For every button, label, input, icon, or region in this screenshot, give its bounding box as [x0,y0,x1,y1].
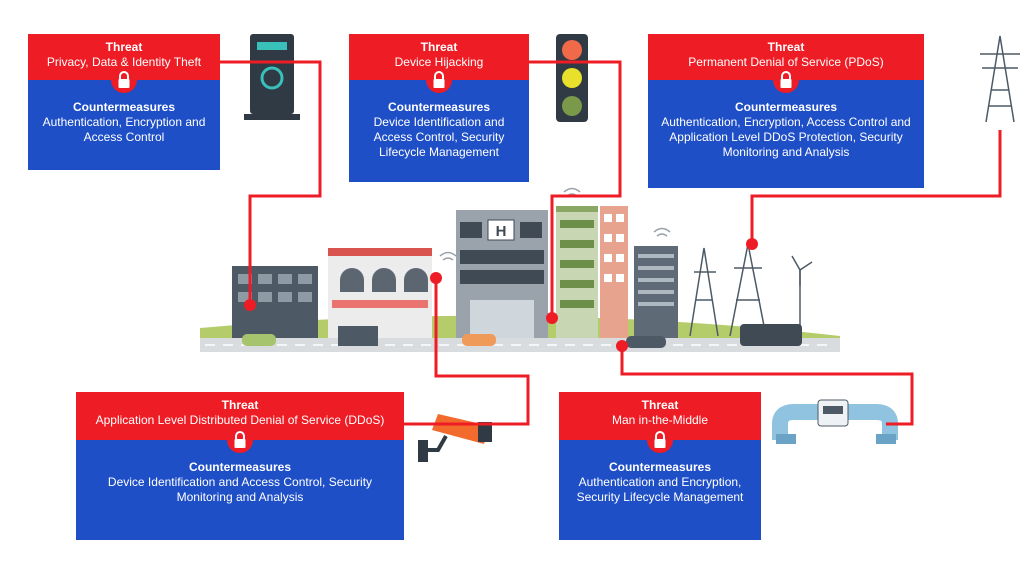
countermeasures-label: Countermeasures [734,100,838,114]
countermeasures-text: Device Identification and Access Control… [373,115,505,159]
lock-icon [111,67,137,93]
countermeasures-text: Device Identification and Access Control… [107,475,373,504]
connector-dots [244,238,758,352]
countermeasures-label: Countermeasures [608,460,712,474]
hospital-building: H [456,210,548,338]
threat-text: Man in-the-Middle [611,413,709,427]
threat-label: Threat [767,40,805,54]
countermeasures-label: Countermeasures [72,100,176,114]
shop-building [328,248,432,338]
green-building [556,206,598,338]
countermeasures-label: Countermeasures [387,100,491,114]
threat-text: Application Level Distributed Denial of … [95,413,385,427]
lock-icon [773,67,799,93]
threat-card-mitm: Threat Man in-the-Middle Countermeasures… [559,392,761,540]
threat-card-ddos: Threat Application Level Distributed Den… [76,392,404,540]
traffic-light-icon [556,34,588,122]
threat-text: Privacy, Data & Identity Theft [46,55,202,69]
gas-meter-pipe-icon [772,399,898,444]
threat-text: Permanent Denial of Service (PDoS) [688,55,884,69]
hospital-sign-icon: H [496,223,507,240]
car-green [242,334,276,346]
connector-lines [220,60,1002,426]
threat-label: Threat [641,398,679,412]
countermeasures-text: Authentication, Encryption and Access Co… [42,115,206,144]
power-tower-icon [980,35,1020,123]
truck [338,326,378,346]
threat-label: Threat [221,398,259,412]
security-camera-icon [418,414,492,462]
countermeasures-text: Authentication, Encryption, Access Contr… [661,115,911,159]
lock-icon [426,67,452,93]
countermeasures-text: Authentication and Encryption, Security … [576,475,744,504]
threat-card-device-hijacking: Threat Device Hijacking Countermeasures … [349,34,529,182]
threat-text: Device Hijacking [394,55,484,69]
office-building [634,246,678,338]
car-orange [462,334,496,346]
brick-building [600,206,628,338]
car-grey [626,336,666,348]
threat-card-privacy: Threat Privacy, Data & Identity Theft Co… [28,34,220,170]
threat-label: Threat [105,40,143,54]
lock-icon [647,427,673,453]
ev-charger-icon [244,34,300,120]
bus [740,324,802,346]
lock-icon [227,427,253,453]
threat-label: Threat [420,40,458,54]
countermeasures-label: Countermeasures [188,460,292,474]
power-pylons [689,243,813,337]
threat-card-pdos: Threat Permanent Denial of Service (PDoS… [648,34,924,188]
